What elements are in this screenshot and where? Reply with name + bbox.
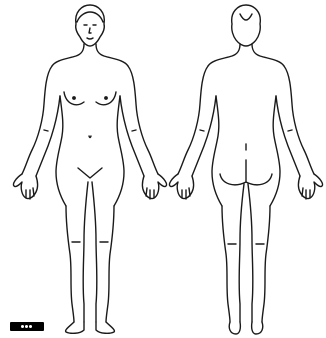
back-left-leg-outer	[222, 206, 230, 322]
front-neck-left	[52, 44, 84, 66]
back-body-figure	[169, 5, 322, 334]
front-left-elbow	[44, 130, 48, 131]
front-head	[76, 5, 105, 46]
front-neck-right	[96, 44, 128, 66]
back-right-elbow	[288, 130, 292, 131]
front-nipple-right	[105, 97, 107, 99]
back-right-leg-inner	[248, 184, 253, 322]
camera-badge-logo-icon	[10, 322, 44, 331]
back-right-foot	[252, 322, 263, 334]
back-right-leg-outer	[262, 206, 270, 322]
logo-dot-icon	[21, 325, 24, 328]
front-left-arm	[22, 66, 52, 174]
front-right-arm	[128, 66, 158, 174]
back-left-arm	[178, 66, 208, 174]
front-nipple-left	[73, 97, 75, 99]
front-right-elbow	[132, 130, 136, 131]
front-right-foot	[96, 322, 114, 333]
back-left-leg-inner	[239, 184, 244, 322]
front-left-leg-outer	[66, 206, 74, 322]
front-left-foot	[66, 322, 84, 333]
front-right-leg-inner	[92, 182, 97, 322]
logo-dot-icon	[29, 325, 32, 328]
back-neck-left	[208, 44, 240, 66]
back-hair-part	[240, 14, 252, 20]
front-groin	[78, 168, 102, 178]
front-left-fingers	[26, 188, 34, 199]
back-head	[232, 5, 261, 46]
front-right-fingers	[146, 188, 154, 199]
back-left-foot	[229, 322, 240, 334]
back-right-fingers	[302, 188, 310, 199]
front-hairline	[77, 12, 103, 22]
front-navel	[89, 136, 91, 138]
back-left-elbow	[200, 130, 204, 131]
back-neck-right	[252, 44, 284, 66]
logo-dot-icon	[25, 325, 28, 328]
front-right-leg-outer	[106, 206, 114, 322]
front-mouth	[87, 38, 93, 39]
back-left-fingers	[182, 188, 190, 199]
back-right-arm	[284, 66, 314, 174]
watermark-side-text	[4, 250, 12, 320]
front-body-figure	[13, 5, 166, 333]
front-nose	[89, 28, 91, 33]
front-left-leg-inner	[83, 182, 88, 322]
